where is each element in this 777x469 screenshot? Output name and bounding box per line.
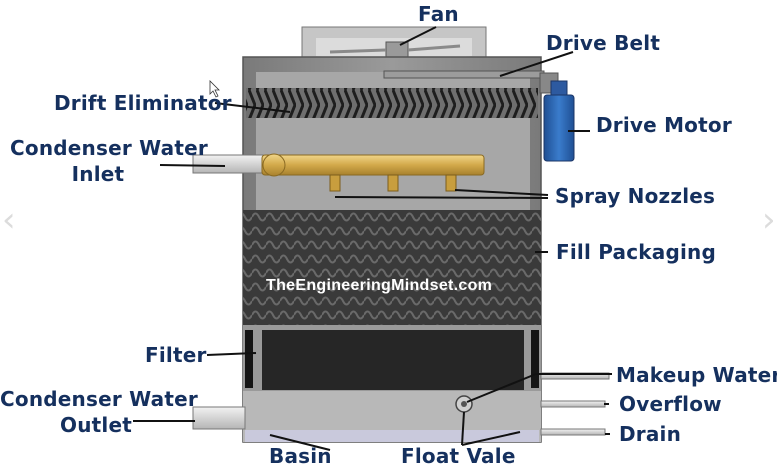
label-condenser-water-inlet-line1: Condenser Water [10, 136, 208, 160]
drive-belt [383, 70, 545, 79]
drive-motor [543, 94, 575, 162]
label-makeup-water: Makeup Water [616, 363, 777, 387]
spray-nozzles [329, 174, 457, 192]
label-filter: Filter [145, 343, 207, 367]
label-condenser-water-outlet-line2: Outlet [60, 413, 132, 437]
label-float-vale: Float Vale [401, 444, 516, 468]
label-condenser-water-outlet: Condenser Water Outlet [0, 386, 198, 438]
overflow-pipe [540, 400, 606, 408]
chevron-right-icon[interactable]: › [762, 200, 776, 240]
drift-eliminator [246, 88, 538, 118]
drain-pipe [540, 428, 606, 436]
label-fill-packaging: Fill Packaging [556, 240, 716, 264]
label-condenser-water-inlet: Condenser Water Inlet [10, 135, 208, 187]
leader-lines [133, 26, 612, 451]
label-spray-nozzles: Spray Nozzles [555, 184, 716, 208]
mouse-cursor-icon [209, 80, 220, 98]
label-drain: Drain [619, 422, 682, 446]
label-basin: Basin [269, 444, 332, 468]
motor-mount [550, 80, 568, 96]
label-condenser-water-inlet-line2: Inlet [71, 162, 125, 186]
chevron-left-icon[interactable]: ‹ [2, 200, 16, 240]
label-fan: Fan [418, 2, 459, 26]
label-drift-eliminator: Drift Eliminator [54, 91, 232, 115]
fill-packaging [243, 210, 541, 325]
label-overflow: Overflow [619, 392, 722, 416]
label-drive-belt: Drive Belt [546, 31, 661, 55]
filter [262, 330, 524, 390]
basin-water [245, 430, 539, 442]
outlet-pipe [192, 406, 246, 430]
watermark: TheEngineeringMindset.com [266, 277, 493, 294]
fan-housing [301, 26, 487, 63]
label-condenser-water-outlet-line1: Condenser Water [0, 387, 198, 411]
label-drive-motor: Drive Motor [596, 113, 732, 137]
spray-header [261, 154, 485, 176]
inlet-elbow [262, 153, 286, 177]
